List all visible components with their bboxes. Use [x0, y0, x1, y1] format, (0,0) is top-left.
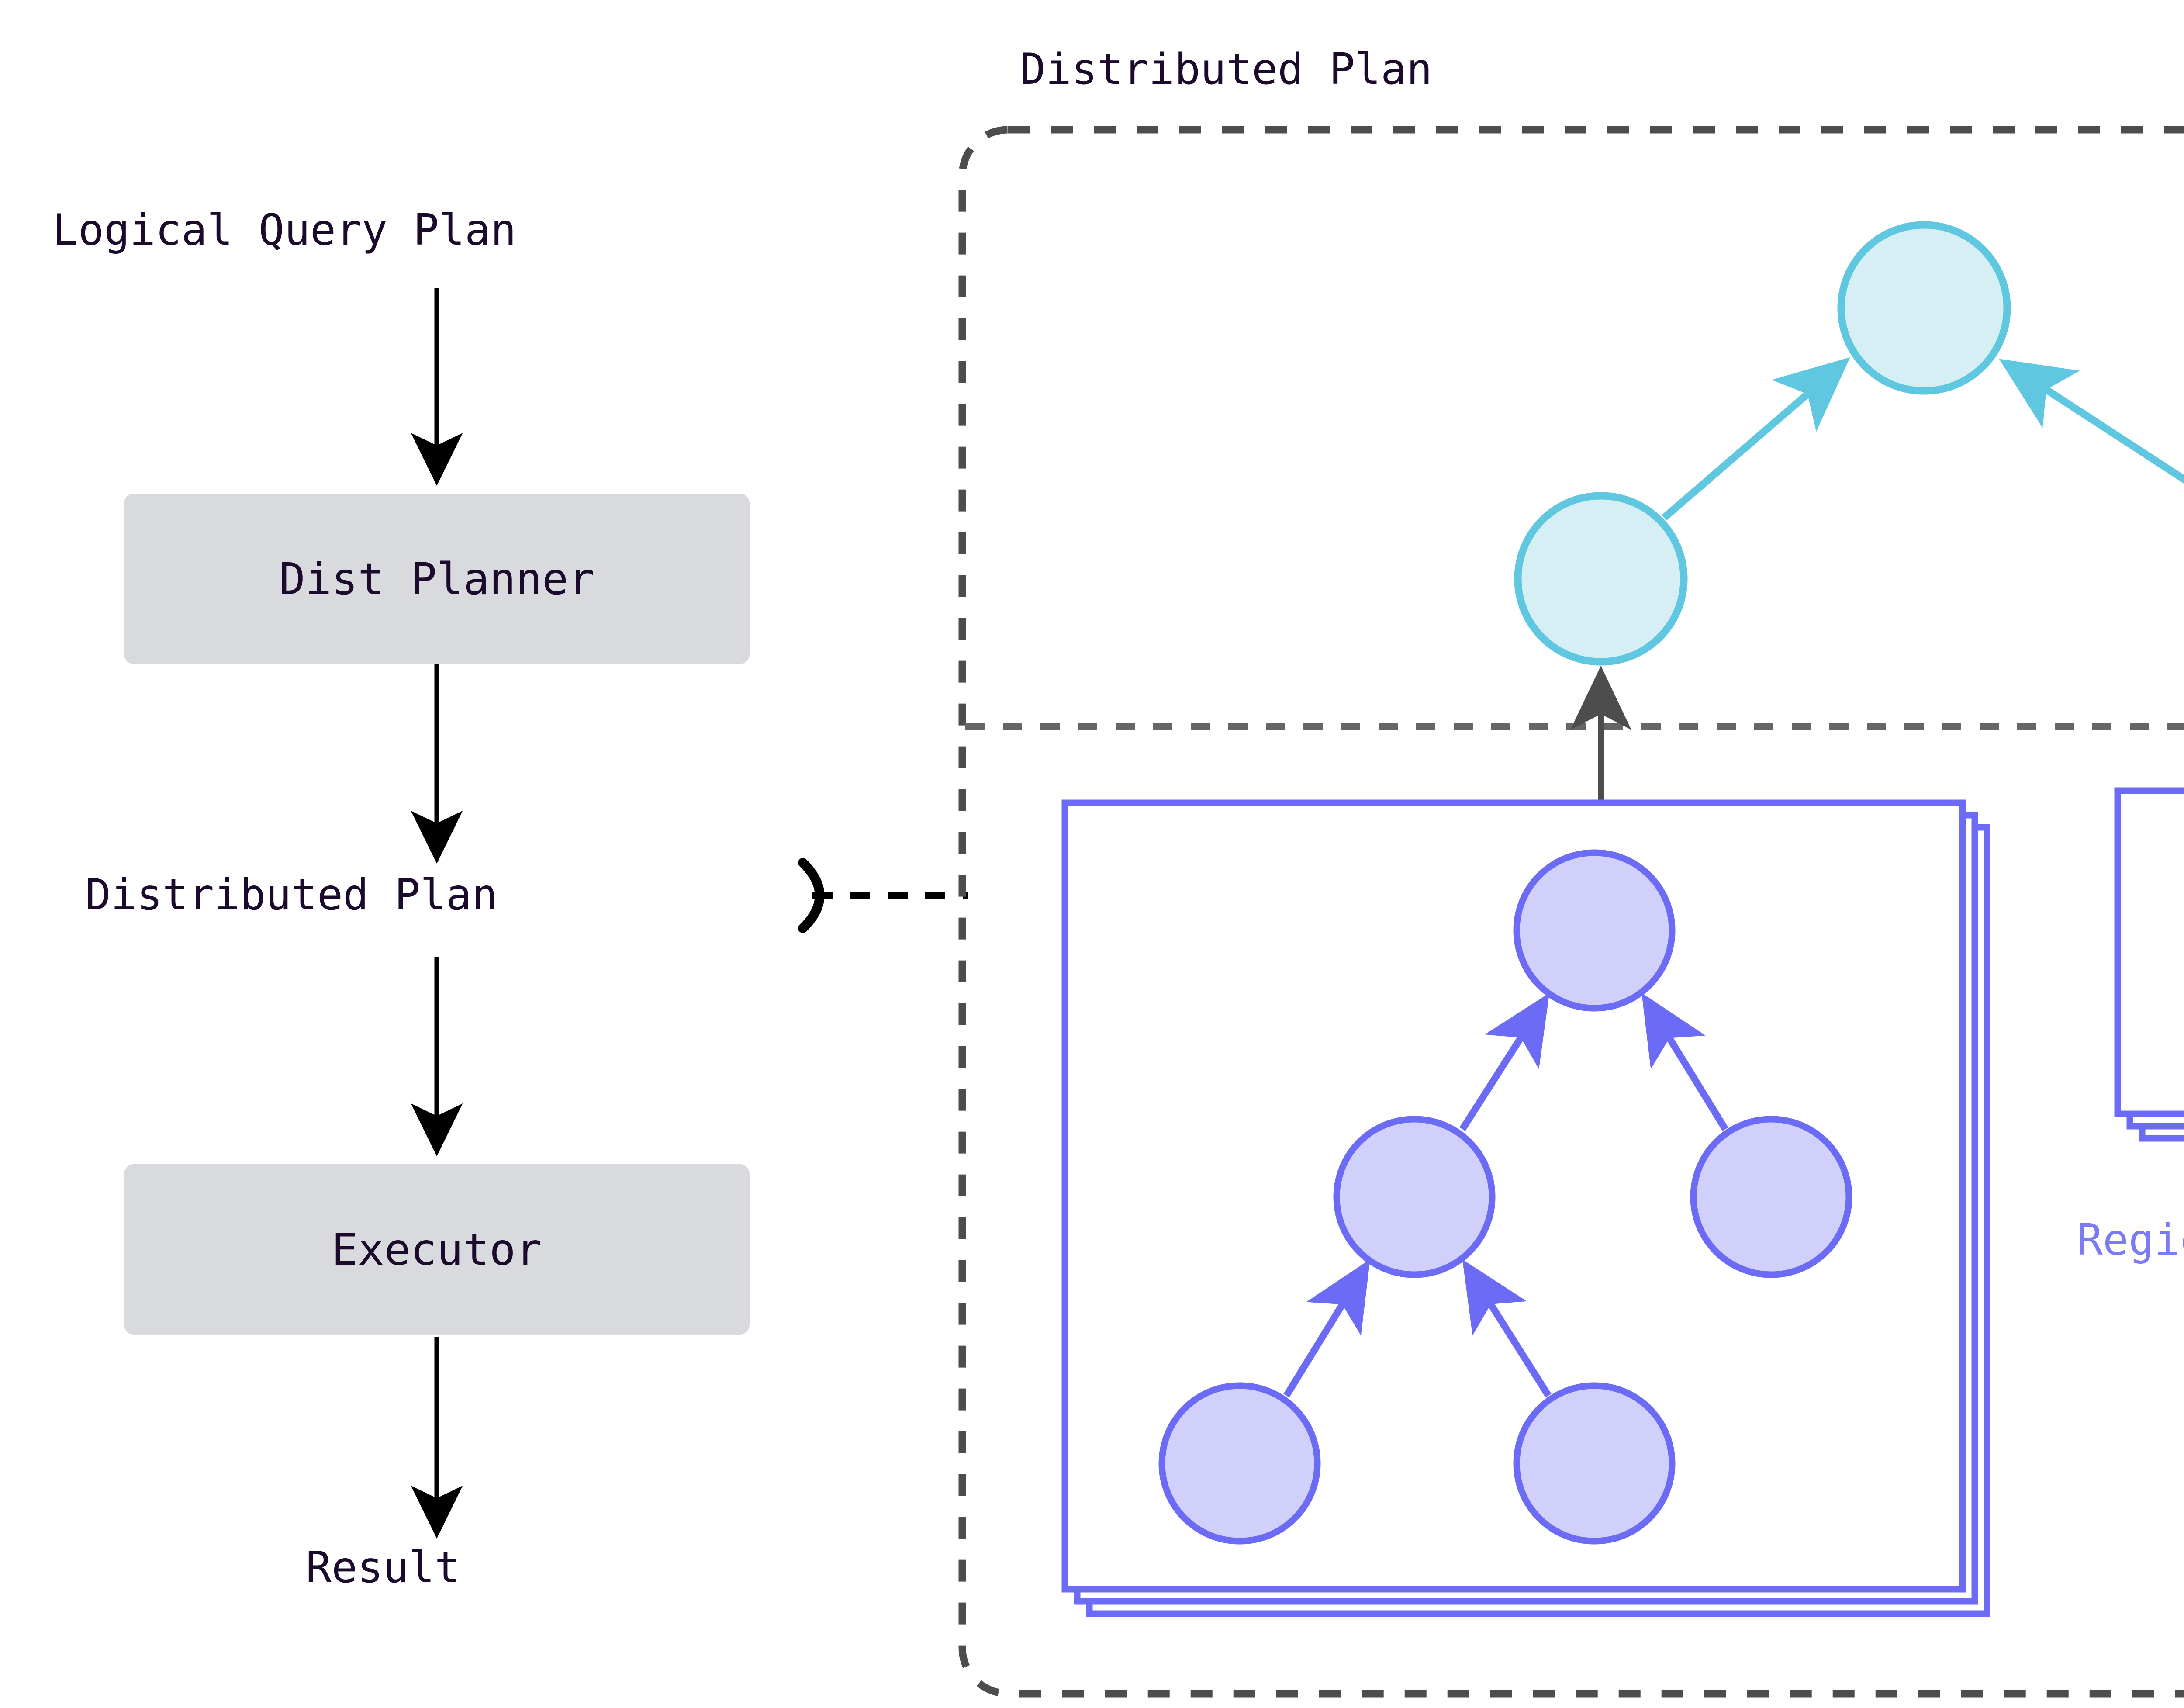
dist-planner-box[interactable]: [124, 494, 750, 664]
datanode-node-mid[interactable]: [1333, 1116, 1496, 1278]
region-stack-left[interactable]: [1061, 799, 1990, 1617]
datanode-node-right[interactable]: [1690, 1116, 1852, 1278]
dist-planner-label: Dist Planner: [279, 553, 595, 605]
edge-mid-to-root: [1459, 993, 1550, 1131]
frontend-stage-edges: [1662, 357, 2184, 521]
result-label: Result: [306, 1543, 461, 1593]
region-stack-right[interactable]: [2114, 787, 2184, 1142]
datanode-node-leaf1[interactable]: [1158, 1382, 1321, 1545]
distributed-plan-panel-border: [958, 126, 2184, 1698]
datanode-node-leaf2[interactable]: [1513, 1382, 1676, 1545]
executor-box[interactable]: [124, 1164, 750, 1335]
distributed-plan-panel-title: Distributed Plan: [1020, 45, 1433, 94]
region-box-right-layer-1: [2114, 787, 2184, 1117]
distributed-plan-step-label: Distributed Plan: [85, 870, 498, 920]
regions-label: Regions: [2077, 1215, 2184, 1265]
frontend-edge-left-to-root: [1662, 357, 1850, 521]
edge-leaf2-to-mid: [1462, 1259, 1552, 1398]
frontend-node-left[interactable]: [1514, 492, 1688, 666]
frontend-node-root[interactable]: [1837, 221, 2011, 395]
datanode-left-edges: [1283, 992, 1728, 1398]
logical-query-plan-label: Logical Query Plan: [52, 205, 517, 255]
edge-right-to-root: [1641, 992, 1728, 1131]
edge-leaf1-to-mid: [1283, 1259, 1370, 1398]
datanode-node-root[interactable]: [1513, 849, 1676, 1012]
frontend-edge-right-to-root: [1999, 359, 2184, 484]
executor-label: Executor: [332, 1224, 542, 1275]
